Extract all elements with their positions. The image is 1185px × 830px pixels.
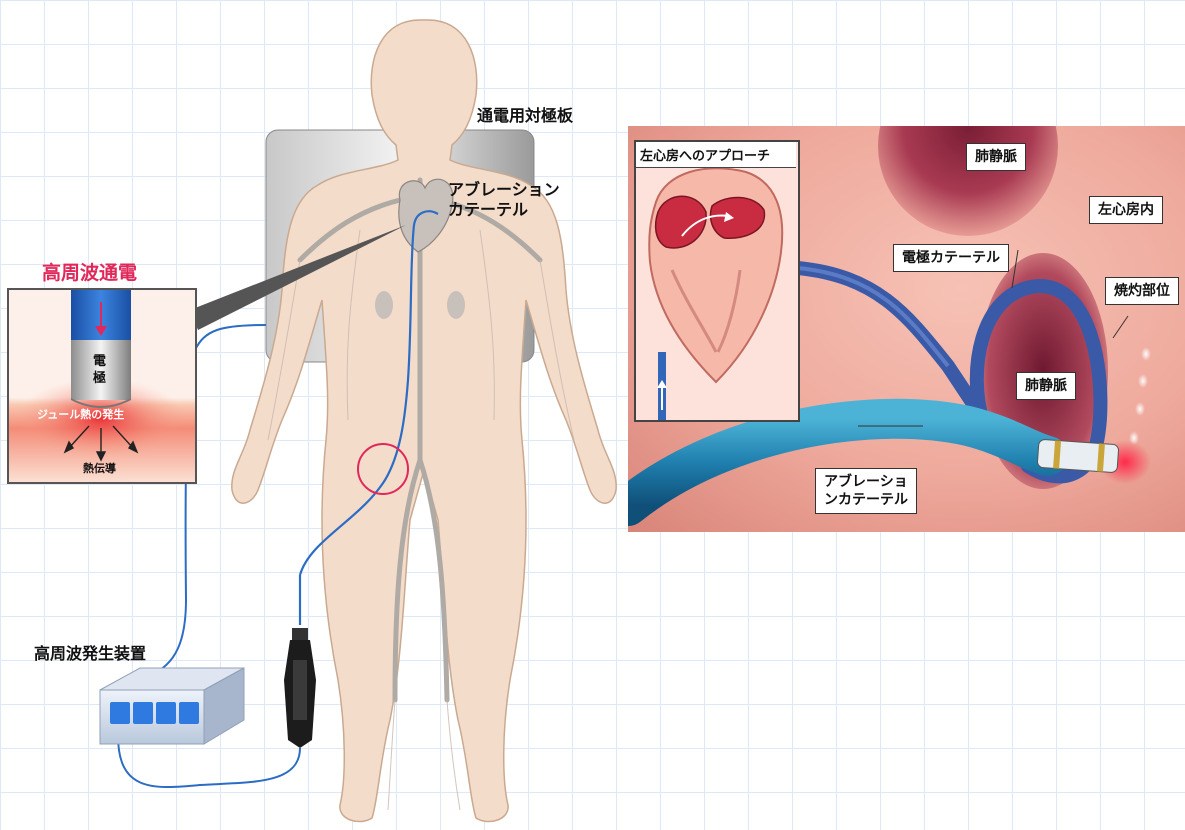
pulmonary-vein-top-label: 肺静脈	[966, 143, 1026, 171]
joule-heat-label: ジュール熱の発生	[37, 406, 124, 422]
left-atrium-label: 左心房内	[1089, 196, 1163, 224]
electrode-catheter-label: 電極カテーテル	[893, 244, 1009, 272]
return-electrode-label: 通電用対極板	[477, 102, 573, 126]
rf-generator-device	[100, 668, 244, 744]
ablation-catheter-label: アブレーション カテーテル	[448, 180, 560, 220]
ablation-catheter-right-label: アブレーショ ンカテーテル	[815, 468, 917, 514]
rf-generator-label: 高周波発生装置	[34, 640, 146, 664]
rf-inset-title: 高周波通電	[42, 258, 137, 285]
rf-inset-panel: 電 極 ジュール熱の発生 熱伝導	[7, 288, 197, 484]
heat-conduction-label: 熱伝導	[83, 460, 116, 476]
left-atrium-approach-inset: 左心房へのアプローチ	[634, 140, 800, 422]
electrode-label: 電 極	[93, 354, 106, 388]
ablation-site-label: 焼灼部位	[1105, 277, 1179, 305]
pulmonary-vein-center-label: 肺静脈	[1016, 372, 1076, 400]
catheter-handle	[284, 628, 316, 748]
inset-title: 左心房へのアプローチ	[636, 142, 796, 168]
